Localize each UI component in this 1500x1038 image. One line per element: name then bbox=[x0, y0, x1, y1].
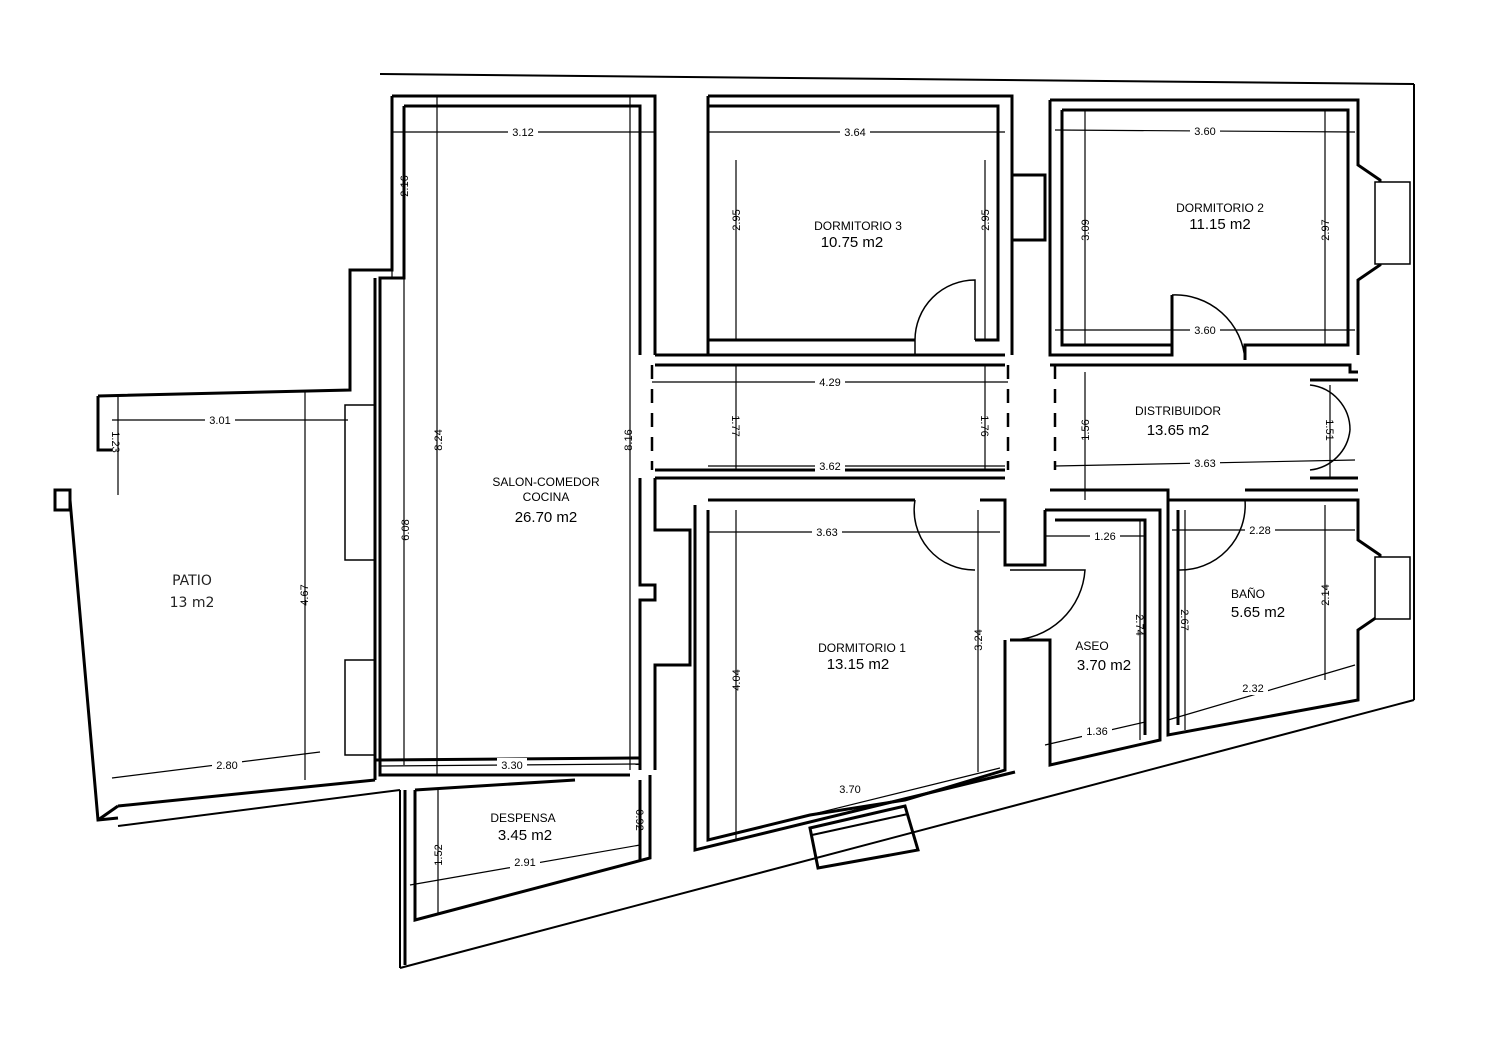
window-patio-lower bbox=[344, 659, 376, 756]
dim-hall-width-bottom: 3.62 bbox=[819, 461, 840, 473]
dim-aseo-width-top: 1.26 bbox=[1094, 531, 1115, 543]
aseo-walls bbox=[1009, 508, 1162, 767]
room-labels: PATIO 13 m2 SALON-COMEDOR COCINA 26.70 m… bbox=[170, 201, 1286, 844]
dim-dorm1-width-bottom: 3.70 bbox=[839, 784, 860, 796]
dim-bano-height-right: 2.14 bbox=[1320, 584, 1332, 605]
dim-aseo-height: 2.74 bbox=[1133, 614, 1145, 635]
room-dorm1-name: DORMITORIO 1 bbox=[818, 641, 906, 655]
dim-salon-lower-left: 6.08 bbox=[400, 519, 412, 540]
dim-hall-height-right: 1.76 bbox=[978, 415, 990, 436]
dim-bano-width-bottom: 2.32 bbox=[1242, 683, 1263, 695]
bano-walls bbox=[1166, 498, 1411, 737]
dim-despensa-door: 0.92 bbox=[633, 809, 645, 830]
dorm1-walls bbox=[693, 498, 1047, 870]
dim-bano-height-left: 2.67 bbox=[1178, 609, 1190, 630]
dim-dorm2-width-bottom: 3.60 bbox=[1194, 325, 1215, 337]
hall-walls bbox=[650, 353, 1057, 480]
dim-salon-upper-left: 2.16 bbox=[399, 175, 411, 196]
room-dorm1-area: 13.15 m2 bbox=[827, 656, 890, 673]
room-distribuidor-area: 13.65 m2 bbox=[1147, 422, 1210, 439]
dim-despensa-width: 2.91 bbox=[514, 857, 535, 869]
dim-dorm1-height-left: 4.04 bbox=[731, 669, 743, 690]
despensa-walls bbox=[403, 775, 652, 965]
distribuidor-walls bbox=[1050, 363, 1358, 500]
dim-dorm1-height-right: 3.24 bbox=[973, 629, 985, 650]
dorm3-walls bbox=[706, 94, 1047, 355]
dim-distribuidor-door: 1.51 bbox=[1323, 419, 1335, 440]
dim-hall-width-top: 4.29 bbox=[819, 377, 840, 389]
window-dorm2 bbox=[1374, 181, 1411, 265]
salon-walls bbox=[373, 94, 692, 780]
dimension-labels: 3.12 3.01 2.80 3.30 3.64 3.60 3.60 4.29 … bbox=[109, 124, 1335, 869]
dim-salon-width-bottom: 3.30 bbox=[501, 760, 522, 772]
room-salon-area: 26.70 m2 bbox=[515, 509, 578, 526]
room-despensa-name: DESPENSA bbox=[490, 811, 555, 825]
room-aseo-area: 3.70 m2 bbox=[1077, 657, 1131, 674]
dim-dorm2-height-right: 2.97 bbox=[1320, 219, 1332, 240]
dim-distribuidor-height: 1.56 bbox=[1080, 419, 1092, 440]
dim-dorm3-height-left: 2.95 bbox=[731, 209, 743, 230]
room-aseo-name: ASEO bbox=[1075, 639, 1108, 653]
dorm2-walls bbox=[1048, 98, 1411, 361]
dim-patio-width-top: 3.01 bbox=[209, 415, 230, 427]
dim-patio-height: 4.67 bbox=[299, 584, 311, 605]
dim-distribuidor-width: 3.63 bbox=[1194, 458, 1215, 470]
dim-hall-height-left: 1.77 bbox=[729, 415, 741, 436]
room-bano-name: BAÑO bbox=[1231, 587, 1265, 601]
outer-walls bbox=[117, 73, 1415, 969]
dim-salon-height-left: 8.24 bbox=[433, 429, 445, 450]
room-despensa-area: 3.45 m2 bbox=[498, 827, 552, 844]
room-dorm3-name: DORMITORIO 3 bbox=[814, 219, 902, 233]
room-patio-area: 13 m2 bbox=[170, 595, 215, 611]
room-salon-name-2: COCINA bbox=[523, 490, 570, 504]
window-patio-upper bbox=[344, 404, 376, 561]
dim-aseo-width-bottom: 1.36 bbox=[1086, 726, 1107, 738]
window-bano bbox=[1374, 556, 1411, 620]
dim-dorm3-height-right: 2.95 bbox=[980, 209, 992, 230]
room-dorm2-name: DORMITORIO 2 bbox=[1176, 201, 1264, 215]
dim-bano-width-top: 2.28 bbox=[1249, 525, 1270, 537]
room-salon-name-1: SALON-COMEDOR bbox=[492, 475, 600, 489]
room-patio-name: PATIO bbox=[172, 573, 212, 589]
patio-walls bbox=[53, 96, 394, 822]
dim-patio-small: 1.23 bbox=[109, 431, 121, 452]
dim-dorm2-width-top: 3.60 bbox=[1194, 126, 1215, 138]
room-dorm2-area: 11.15 m2 bbox=[1189, 216, 1250, 233]
dim-despensa-height: 1.52 bbox=[433, 844, 445, 865]
room-bano-area: 5.65 m2 bbox=[1231, 604, 1285, 621]
room-distribuidor-name: DISTRIBUIDOR bbox=[1135, 404, 1221, 418]
room-dorm3-area: 10.75 m2 bbox=[821, 234, 884, 251]
dim-salon-height-right: 8.16 bbox=[623, 429, 635, 450]
dim-patio-width-bottom: 2.80 bbox=[216, 760, 237, 772]
dim-dorm3-width: 3.64 bbox=[844, 127, 865, 139]
dim-dorm2-height-left: 3.09 bbox=[1080, 219, 1092, 240]
dim-salon-width-top: 3.12 bbox=[512, 127, 533, 139]
window-dorm1 bbox=[808, 804, 920, 870]
dim-dorm1-width-top: 3.63 bbox=[816, 527, 837, 539]
